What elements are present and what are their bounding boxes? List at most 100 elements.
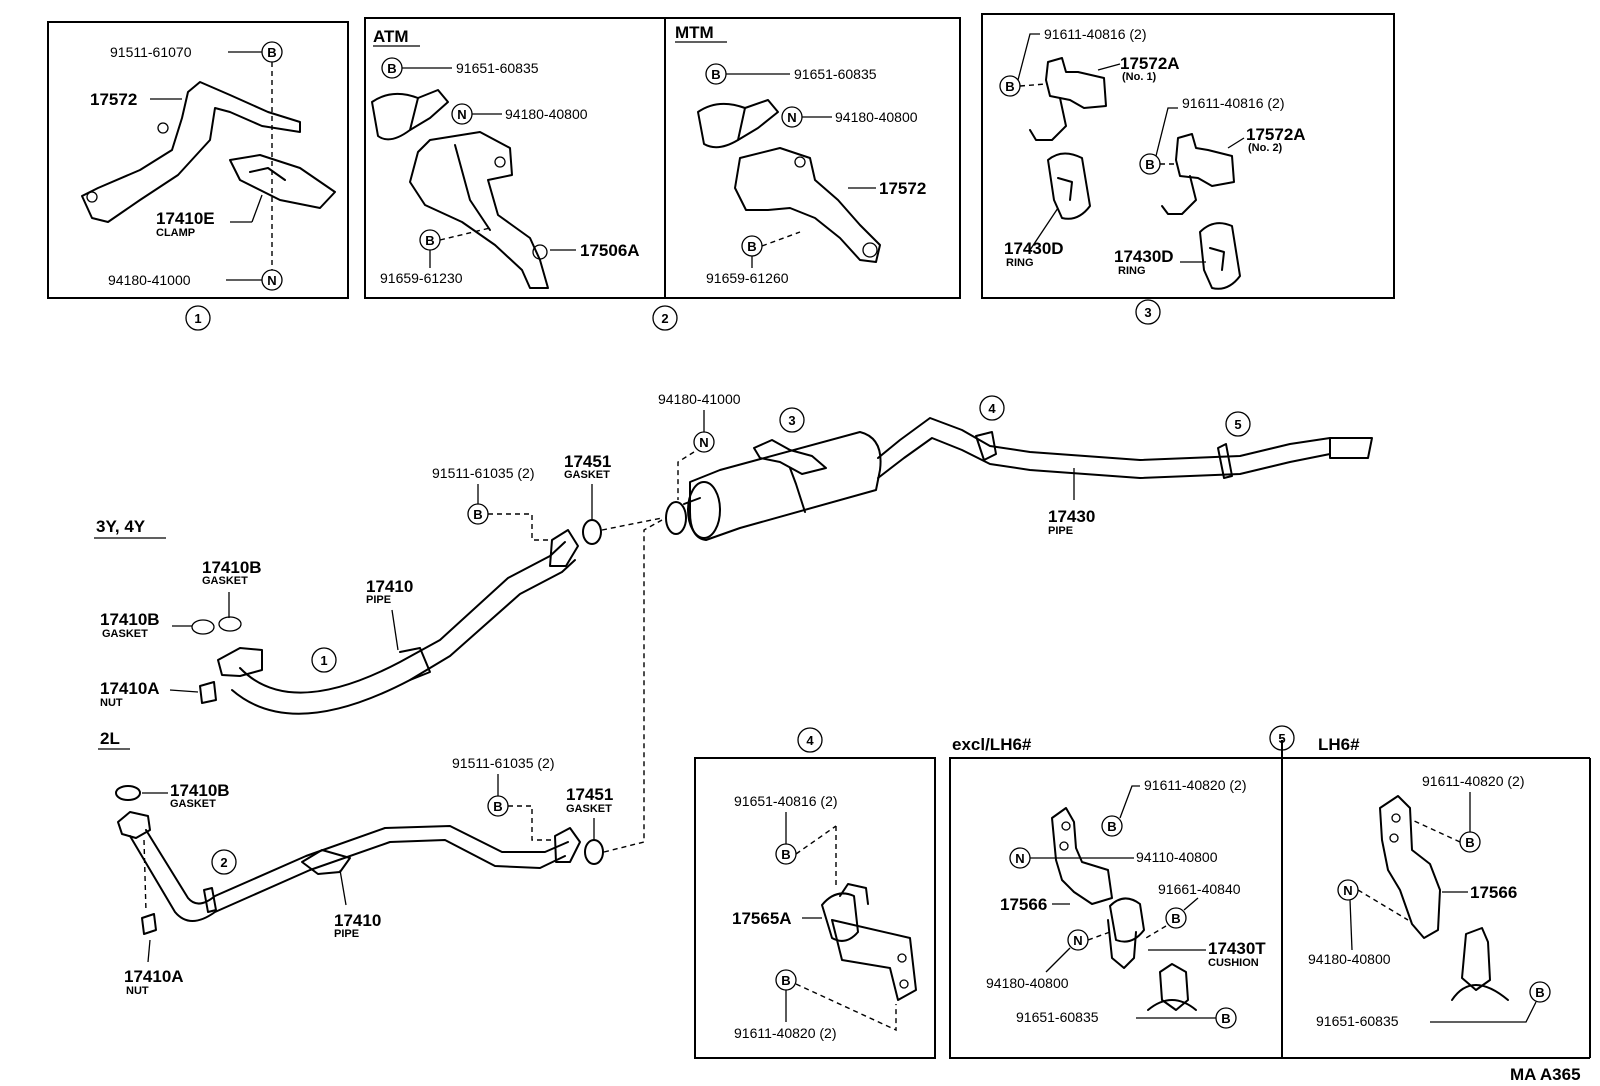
lh6-drawing [1379,795,1509,1001]
excl-nut-top-label: 94110-40800 [1136,849,1218,865]
ins3-bracket1-note: (No. 1) [1122,71,1157,83]
svg-text:3: 3 [1144,305,1151,320]
svg-text:4: 4 [806,733,814,748]
leader [147,939,151,963]
flange-gasket-2l [584,839,604,865]
bolt-marker: B [1101,815,1123,837]
nut-marker: N [1067,929,1089,951]
muffler-drawing [665,417,1373,541]
leader [339,869,347,906]
gasket2-part-label: 17410B [100,610,160,629]
bolt-part-label: 91511-61035 (2) [452,755,554,771]
nut-marker: N [781,106,803,128]
svg-text:B: B [747,239,756,254]
leader [251,194,263,223]
dashline [677,451,695,500]
svg-text:N: N [1015,851,1024,866]
ins3-ring2-part: 17430D [1114,247,1174,266]
svg-text:1: 1 [320,653,327,668]
bolt-marker: B [419,229,441,251]
leader [169,689,199,693]
lh6-nut-label: 94180-40800 [1308,951,1391,967]
bolt-marker: B [1459,831,1481,853]
engine-2l-heading: 2L [100,729,120,748]
svg-text:N: N [699,435,708,450]
dashline [761,231,801,247]
flange-gasket-part: 17451 [564,452,611,471]
ins3-bracket1-label: 17572A [1120,54,1180,73]
svg-text:2: 2 [661,311,668,326]
dashline-3y4y-muffler [601,517,663,531]
svg-text:3: 3 [788,413,795,428]
svg-text:B: B [1145,157,1154,172]
pipe-2l-drawing [115,785,581,935]
flange-gasket-name: GASKET [564,469,610,481]
dashline [1357,889,1409,921]
engine-3y4y-heading: 3Y, 4Y [96,517,146,536]
bolt-part-label: 91511-61070 [110,44,192,60]
clamp-name-label: CLAMP [156,227,195,239]
tail-pipe-name-label: PIPE [1048,525,1073,537]
bolt-marker: B [1165,907,1187,929]
leader [1155,107,1178,157]
bolt-marker: B [705,63,727,85]
pipe-part-label: 17410 [334,911,381,930]
atm-bracket-label: 17506A [580,241,640,260]
flange-gasket-name: GASKET [566,803,612,815]
gasket1-name-label: GASKET [202,575,248,587]
nut-marker: N [451,103,473,125]
atm-bolt-label: 91651-60835 [456,60,539,76]
bolt-marker: B [261,41,283,63]
callout-5: 5 [1225,411,1251,437]
dashline [1411,819,1461,843]
inset-4-number: 4 [797,727,823,753]
atm-nut-label: 94180-40800 [505,106,588,122]
ins3-ring1-part: 17430D [1004,239,1064,258]
ins3-bracket2-note: (No. 2) [1248,142,1283,154]
nut-part-label: 17410A [100,679,160,698]
gasket1-part-label: 17410B [202,558,262,577]
atm-lower-bolt-label: 91659-61230 [380,270,463,286]
nut-marker: N [693,431,715,453]
mtm-bracket-label: 17572 [879,179,926,198]
pipe-3y4y-drawing [191,529,579,715]
bolt-marker: B [381,57,403,79]
dashline [1087,931,1111,941]
svg-text:B: B [781,847,790,862]
dashline [488,513,552,541]
pipe-name-label: PIPE [334,928,359,940]
svg-text:B: B [387,61,396,76]
lh6-bolt-bottom-label: 91651-60835 [1316,1013,1399,1029]
inset-3-number: 3 [1135,299,1161,325]
leader [1017,33,1040,81]
inset-1-number: 1 [185,305,211,331]
ins4-hanger-label: 17565A [732,909,792,928]
svg-text:B: B [267,45,276,60]
callout-2: 2 [211,849,237,875]
svg-text:5: 5 [1278,731,1285,746]
excl-drawing [1051,807,1197,1011]
clamp-part-label: 17410E [156,209,215,228]
svg-text:N: N [787,110,796,125]
leader [1430,1001,1537,1023]
bolt-marker: B [775,843,797,865]
dashline [795,825,837,855]
svg-text:B: B [1535,985,1544,1000]
bolt-marker: B [1139,153,1161,175]
svg-text:N: N [457,107,466,122]
lh6-bracket-label: 17566 [1470,883,1517,902]
nut-name-label: NUT [126,985,149,997]
dashline-2l-muffler [603,519,663,853]
inset-3-drawing [1029,57,1241,290]
nut-marker: N [1009,847,1031,869]
gasket-part-label: 17410B [170,781,230,800]
ins3-ring1-name: RING [1006,257,1034,269]
bolt-marker: B [487,795,509,817]
svg-text:B: B [781,973,790,988]
atm-heading: ATM [373,27,409,46]
leader [1349,899,1353,951]
excl-bolt-top-label: 91611-40820 (2) [1144,777,1246,793]
svg-text:B: B [473,507,482,522]
